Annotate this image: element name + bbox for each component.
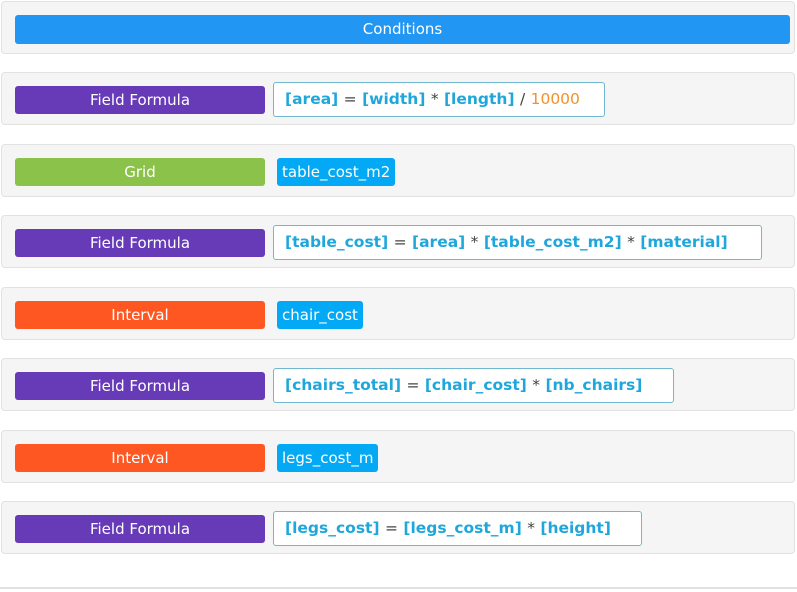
- formula-term: [nb_chairs]: [545, 376, 643, 394]
- formula-target: [area]: [285, 90, 339, 108]
- formula-operator: *: [470, 233, 479, 251]
- rule-row-field-formula-chairs-total: Field Formula [chairs_total] = [chair_co…: [1, 358, 795, 411]
- formula-term: [legs_cost_m]: [403, 519, 522, 537]
- grid-badge[interactable]: Grid: [15, 158, 265, 186]
- field-formula-badge[interactable]: Field Formula: [15, 86, 265, 114]
- formula-term: [area]: [412, 233, 466, 251]
- formula-equals: =: [406, 376, 420, 394]
- interval-badge[interactable]: Interval: [15, 301, 265, 329]
- rule-row-interval-legs-cost-m: Interval legs_cost_m: [1, 430, 795, 483]
- formula-operator: *: [627, 233, 635, 251]
- field-formula-badge[interactable]: Field Formula: [15, 229, 265, 257]
- formula-term: [table_cost_m2]: [483, 233, 622, 251]
- variable-chip-table-cost-m2[interactable]: table_cost_m2: [277, 158, 396, 186]
- formula-equals: =: [393, 233, 407, 251]
- formula-operator: *: [527, 519, 535, 537]
- formula-number: 10000: [530, 90, 580, 108]
- formula-term: [material]: [640, 233, 728, 251]
- rule-row-grid: Grid table_cost_m2: [1, 144, 795, 197]
- conditions-button[interactable]: Conditions: [15, 15, 790, 44]
- formula-equals: =: [343, 90, 357, 108]
- rule-row-field-formula-area: Field Formula [area] = [width] * [length…: [1, 72, 795, 125]
- formula-term: [chair_cost]: [424, 376, 527, 394]
- rule-row-field-formula-legs-cost: Field Formula [legs_cost] = [legs_cost_m…: [1, 501, 795, 554]
- formula-target: [table_cost]: [285, 233, 389, 251]
- variable-chip-legs-cost-m[interactable]: legs_cost_m: [277, 444, 379, 472]
- variable-chip-chair-cost[interactable]: chair_cost: [277, 301, 363, 329]
- formula-term: [width]: [362, 90, 426, 108]
- formula-target: [chairs_total]: [285, 376, 402, 394]
- formula-equals: =: [384, 519, 398, 537]
- formula-box-table-cost[interactable]: [table_cost] = [area] * [table_cost_m2] …: [273, 225, 762, 260]
- formula-term: [length]: [443, 90, 515, 108]
- field-formula-badge[interactable]: Field Formula: [15, 515, 265, 543]
- formula-operator: *: [532, 376, 541, 394]
- rule-row-field-formula-table-cost: Field Formula [table_cost] = [area] * [t…: [1, 215, 795, 268]
- conditions-row: Conditions: [1, 1, 795, 54]
- field-formula-badge[interactable]: Field Formula: [15, 372, 265, 400]
- formula-target: [legs_cost]: [285, 519, 380, 537]
- formula-term: [height]: [540, 519, 611, 537]
- bottom-divider: [0, 587, 797, 589]
- formula-box-chairs-total[interactable]: [chairs_total] = [chair_cost] * [nb_chai…: [273, 368, 674, 403]
- rule-row-interval-chair-cost: Interval chair_cost: [1, 287, 795, 340]
- formula-operator: /: [519, 90, 526, 108]
- formula-box-area[interactable]: [area] = [width] * [length] / 10000: [273, 82, 605, 117]
- formula-operator: *: [430, 90, 439, 108]
- interval-badge[interactable]: Interval: [15, 444, 265, 472]
- formula-box-legs-cost[interactable]: [legs_cost] = [legs_cost_m] * [height]: [273, 511, 642, 546]
